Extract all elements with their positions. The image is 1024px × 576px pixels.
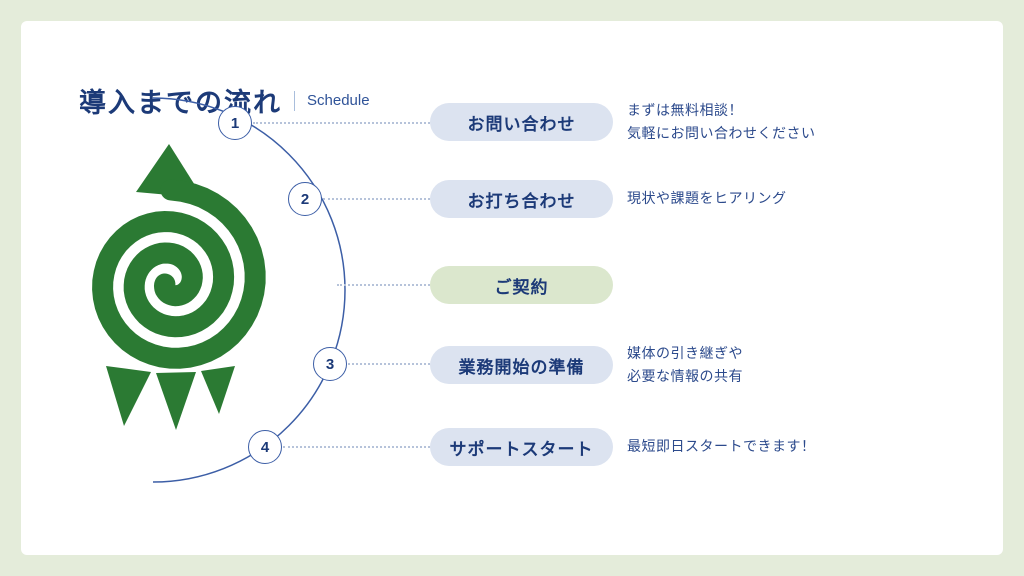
connector-step-2 [323,198,430,200]
step-desc-meeting: 現状や課題をヒアリング [627,180,787,218]
step-number-4-text: 4 [260,438,270,456]
step-pill-meeting: お打ち合わせ [430,180,613,218]
step-number-3-text: 3 [325,355,335,373]
step-pill-contact: お問い合わせ [430,103,613,141]
desc-line: まずは無料相談！ [627,101,743,118]
desc-line: 媒体の引き継ぎや [627,344,743,361]
step-number-2-text: 2 [300,190,310,208]
page-subtitle-text: Schedule [307,92,370,109]
step-number-3: 3 [313,347,347,381]
desc-line: 現状や課題をヒアリング [627,190,787,207]
connector-step-3 [348,363,430,365]
desc-line: 気軽にお問い合わせください [627,125,816,141]
connector-step-4 [283,446,430,448]
desc-line: 最短即日スタートできます！ [627,438,816,455]
title-divider [294,90,295,111]
step-pill-contract: ご契約 [430,266,613,304]
step-pill-contact-label: お問い合わせ [467,114,576,134]
step-desc-contact: まずは無料相談！ 気軽にお問い合わせください [627,102,816,141]
step-pill-contract-label: ご契約 [494,277,549,297]
page-title-text: 導入までの流れ [79,88,282,118]
connector-contract [337,284,430,286]
step-number-2: 2 [288,182,322,216]
step-desc-support-start: 最短即日スタートできます！ [627,428,816,466]
step-pill-support-start: サポートスタート [430,428,613,466]
step-pill-meeting-label: お打ち合わせ [467,191,576,211]
connector-step-1 [253,122,430,124]
step-pill-support-start-label: サポートスタート [449,439,594,459]
step-number-1: 1 [218,106,252,140]
step-pill-preparation: 業務開始の準備 [430,346,613,384]
step-number-4: 4 [248,430,282,464]
step-desc-preparation: 媒体の引き継ぎや 必要な情報の共有 [627,345,743,384]
step-number-1-text: 1 [230,114,240,132]
desc-line: 必要な情報の共有 [627,368,743,384]
step-pill-preparation-label: 業務開始の準備 [458,357,585,377]
